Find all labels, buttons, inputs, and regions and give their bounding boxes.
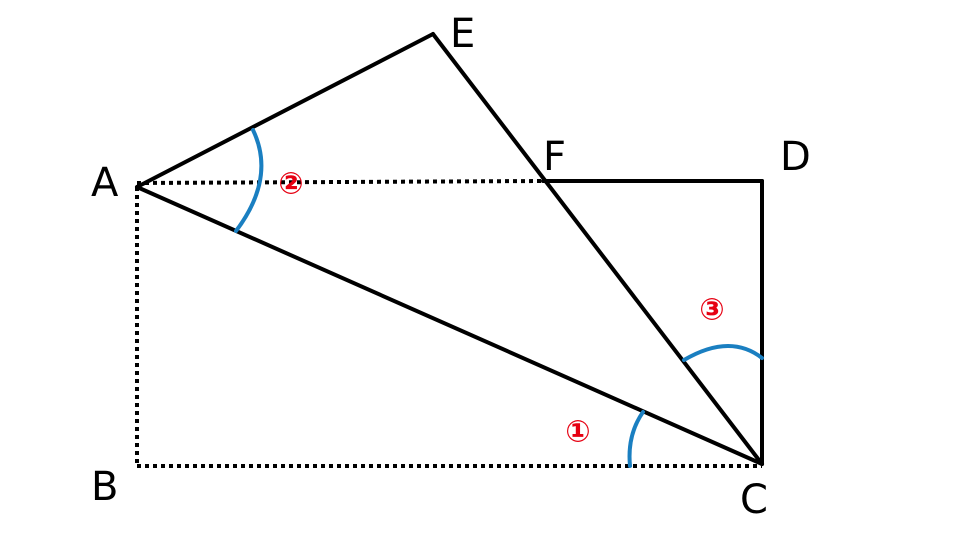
- arc-angle-1: [627, 410, 645, 468]
- vertex-label-b: B: [91, 464, 118, 510]
- segment-ae: [135, 32, 435, 189]
- vertex-label-a: A: [91, 160, 119, 206]
- segment-ac: [135, 185, 764, 466]
- vertex-label-d: D: [780, 134, 811, 180]
- vertex-label-c: C: [740, 477, 768, 523]
- arc-angle-3: [682, 344, 764, 362]
- arc-angle-2: [234, 128, 264, 233]
- angle-label-1: ①: [565, 415, 590, 450]
- angle-label-2: ②: [278, 167, 303, 202]
- vertex-label-f: F: [543, 134, 566, 180]
- dotted-lines: [135, 179, 762, 468]
- angle-arcs: [234, 128, 764, 468]
- segment-ec: [431, 32, 764, 466]
- vertex-label-e: E: [450, 11, 475, 57]
- angle-label-3: ③: [699, 293, 724, 328]
- solid-lines: [135, 32, 764, 466]
- segment-af: [136, 179, 544, 185]
